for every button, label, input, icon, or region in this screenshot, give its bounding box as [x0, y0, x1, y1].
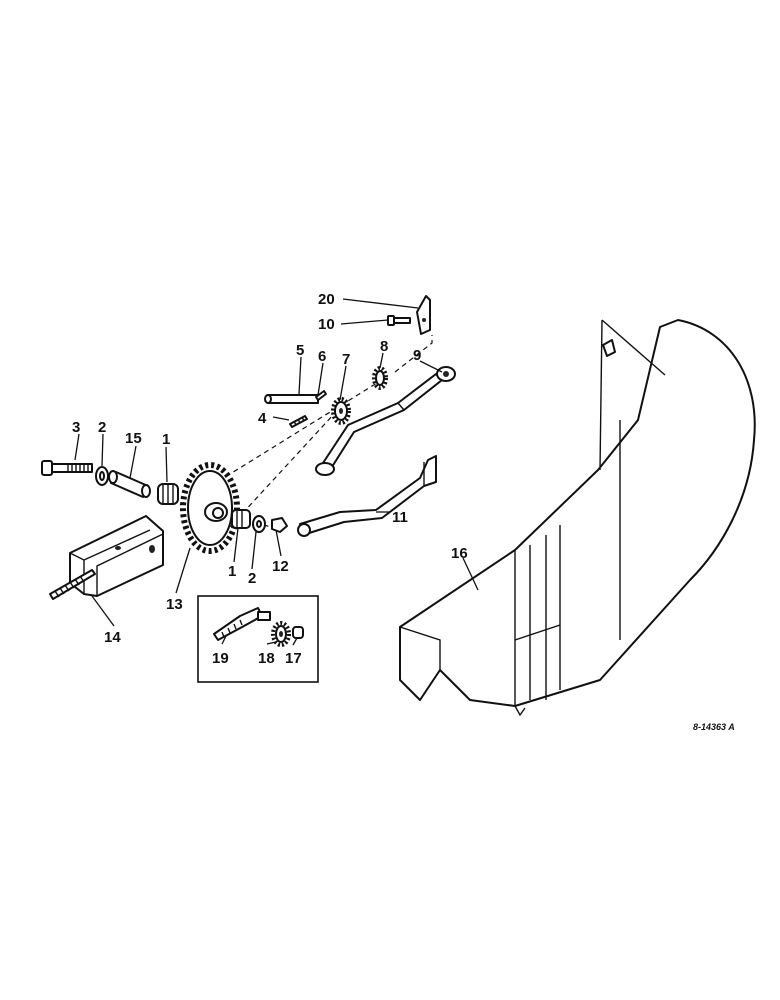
callout-3: 3: [72, 419, 80, 436]
bushing-icon: [157, 483, 179, 505]
bushing-icon: [292, 626, 304, 639]
callout-18: 18: [258, 650, 275, 667]
callout-1-right: 1: [228, 563, 236, 580]
callout-13: 13: [166, 596, 183, 613]
callout-5: 5: [296, 342, 304, 359]
callout-19: 19: [212, 650, 229, 667]
large-sprocket-icon: [180, 462, 240, 554]
idler-arm-icon: [315, 366, 456, 476]
figure-id: 8-14363 A: [693, 722, 735, 732]
idler-arm-icon: [213, 607, 271, 641]
idler-sprocket-icon: [331, 397, 351, 425]
pin-icon: [264, 394, 319, 404]
callout-14: 14: [104, 629, 121, 646]
callout-1-left: 1: [162, 431, 170, 448]
support-arm-icon: [297, 455, 437, 537]
cotter-pin-icon: [315, 390, 327, 401]
callout-2-right: 2: [248, 570, 256, 587]
callout-12: 12: [272, 558, 289, 575]
callout-11: 11: [392, 509, 408, 526]
callout-8: 8: [380, 338, 388, 355]
inset-box: [197, 595, 319, 683]
callout-20: 20: [318, 291, 335, 308]
callout-7: 7: [342, 351, 350, 368]
leader-lines: [74, 298, 479, 646]
bolt-icon: [41, 460, 93, 476]
bushing-icon: [231, 509, 251, 529]
nut-icon: [271, 517, 288, 533]
bracket-icon: [416, 295, 431, 335]
sprocket-icon: [372, 366, 388, 390]
callouts: 3 2 15 1 4 5 6 7 8 9 10 20 11 12 2 1 13 …: [72, 291, 468, 667]
callout-9: 9: [413, 347, 421, 364]
callout-4: 4: [258, 410, 267, 427]
callout-16: 16: [451, 545, 468, 562]
cotter-pin-icon: [289, 415, 308, 428]
callout-10: 10: [318, 316, 335, 333]
sprocket-icon: [271, 621, 291, 647]
mounting-bracket-icon: [49, 515, 164, 600]
callout-6: 6: [318, 348, 326, 365]
washer-icon: [95, 466, 109, 486]
bolt-icon: [387, 315, 411, 326]
chain-shield-icon: [399, 319, 756, 717]
callout-15: 15: [125, 430, 142, 447]
washer-icon: [252, 515, 266, 533]
callout-17: 17: [285, 650, 302, 667]
callout-2-left: 2: [98, 419, 106, 436]
spacer-icon: [108, 470, 151, 498]
